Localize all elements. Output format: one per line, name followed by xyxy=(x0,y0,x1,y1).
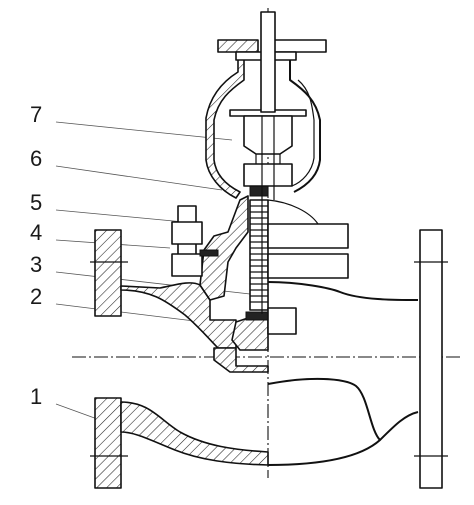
guide-nut-line xyxy=(255,154,281,164)
leader-1 xyxy=(55,403,101,421)
bonnet-flange-upper xyxy=(267,223,349,249)
right-body-upper xyxy=(267,281,419,301)
stud-nut-top xyxy=(171,221,203,245)
callout-7: 7 xyxy=(30,102,42,127)
callout-3: 3 xyxy=(30,252,42,277)
callout-4: 4 xyxy=(30,220,42,245)
leader-7 xyxy=(55,121,233,141)
valve-disc xyxy=(231,317,269,351)
stem-upper xyxy=(260,11,276,113)
leader-5 xyxy=(55,209,185,223)
leader-lines xyxy=(55,121,251,421)
left-flange-top xyxy=(94,229,122,317)
seal-ring xyxy=(249,185,269,197)
bonnet-gasket xyxy=(199,249,219,257)
body-lower-wall xyxy=(120,401,269,466)
right-flange xyxy=(414,229,448,489)
bonnet-bolting xyxy=(171,205,219,277)
stem-guide xyxy=(229,109,307,164)
bellows-body xyxy=(249,199,269,311)
disc-nut xyxy=(245,311,269,321)
body-seat-web xyxy=(213,347,269,373)
stud-nut-bottom xyxy=(171,253,203,277)
callout-1: 1 xyxy=(30,384,42,409)
callout-6: 6 xyxy=(30,146,42,171)
bonnet-flange-lower xyxy=(267,253,349,279)
right-bonnet-flange xyxy=(267,223,349,335)
guide-nut xyxy=(243,115,293,155)
leader-6 xyxy=(55,165,223,191)
left-flange-bottom xyxy=(94,397,122,489)
callout-numbers: 7 6 5 4 3 2 1 xyxy=(30,102,42,409)
yoke-top-flange-right xyxy=(267,39,327,53)
bellows xyxy=(249,199,269,311)
stem-seal xyxy=(243,163,293,197)
right-body-lower xyxy=(267,411,419,466)
yoke-left-arm xyxy=(205,57,245,199)
yoke-right-arm xyxy=(289,58,321,193)
yoke-right-arm-inner xyxy=(291,79,315,187)
yoke-top-flange-left xyxy=(217,39,259,53)
callout-5: 5 xyxy=(30,190,42,215)
body-upper-wall xyxy=(120,282,237,349)
right-neck-curve xyxy=(267,199,319,225)
bellows-convolutions xyxy=(250,205,268,303)
right-flange-plate xyxy=(419,229,443,489)
callout-2: 2 xyxy=(30,284,42,309)
body-section xyxy=(120,195,269,466)
right-body-outline xyxy=(267,199,419,466)
left-flange-section xyxy=(90,229,128,489)
seal-housing xyxy=(243,163,293,187)
disc-outline-right xyxy=(267,307,297,335)
valve-stem xyxy=(260,11,276,314)
bonnet-neck xyxy=(199,195,249,301)
right-body-inner-curve xyxy=(267,377,381,441)
